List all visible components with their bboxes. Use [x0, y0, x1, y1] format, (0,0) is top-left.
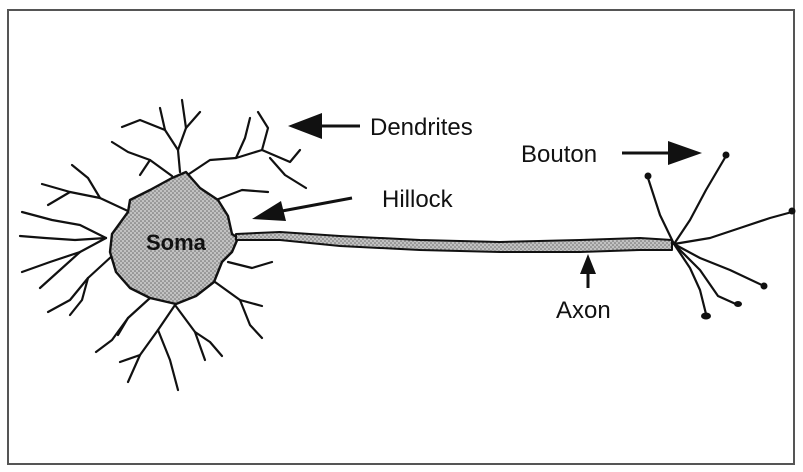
label-axon: Axon [556, 297, 611, 324]
label-soma: Soma [146, 230, 207, 255]
label-hillock: Hillock [382, 186, 454, 213]
label-dendrites: Dendrites [370, 114, 473, 141]
label-bouton: Bouton [521, 141, 597, 168]
